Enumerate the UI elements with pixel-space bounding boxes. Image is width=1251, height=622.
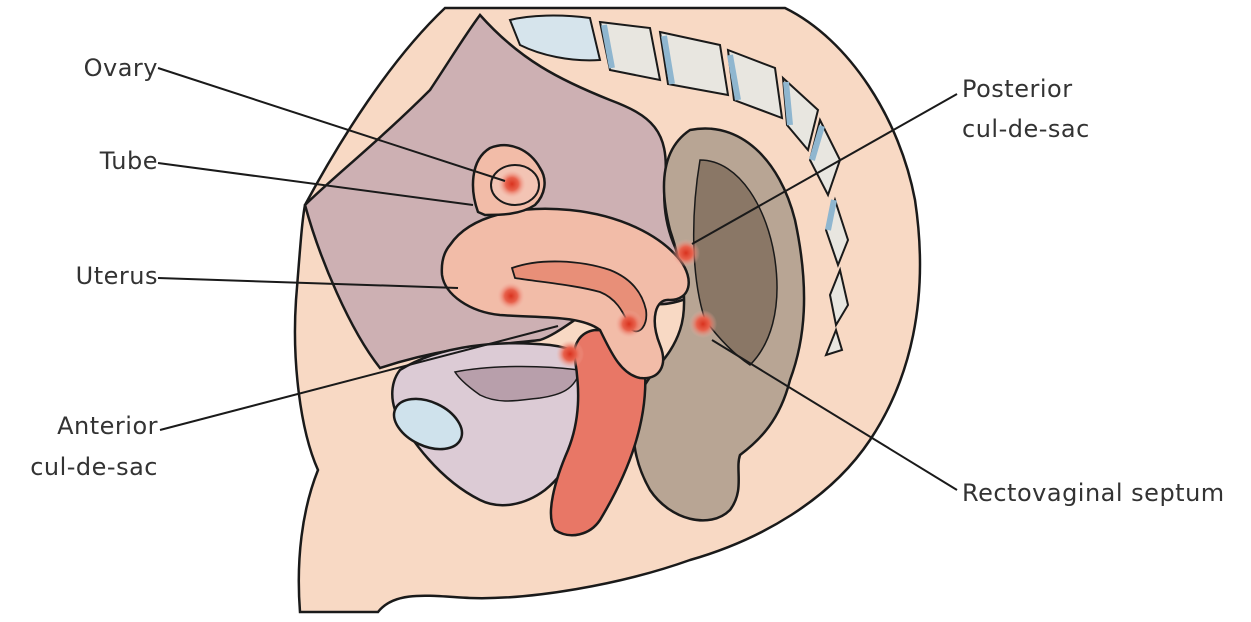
label-ovary: Ovary — [70, 53, 158, 83]
label-posterior-line1: Posterior — [962, 74, 1073, 104]
label-uterus: Uterus — [40, 261, 158, 291]
lesion-rectovaginal-upper — [615, 310, 643, 338]
label-anterior-line2: cul-de-sac — [2, 452, 158, 482]
lesion-ovary — [498, 170, 526, 198]
lesion-anterior-cul-de-sac — [556, 340, 584, 368]
lesion-posterior-cul-de-sac — [672, 239, 700, 267]
label-rectovaginal-septum: Rectovaginal septum — [962, 478, 1225, 508]
label-posterior-line2: cul-de-sac — [962, 114, 1090, 144]
lesion-rectovaginal-septum — [689, 310, 717, 338]
lesion-uterus — [497, 282, 525, 310]
label-tube: Tube — [70, 146, 158, 176]
label-anterior-line1: Anterior — [10, 411, 158, 441]
